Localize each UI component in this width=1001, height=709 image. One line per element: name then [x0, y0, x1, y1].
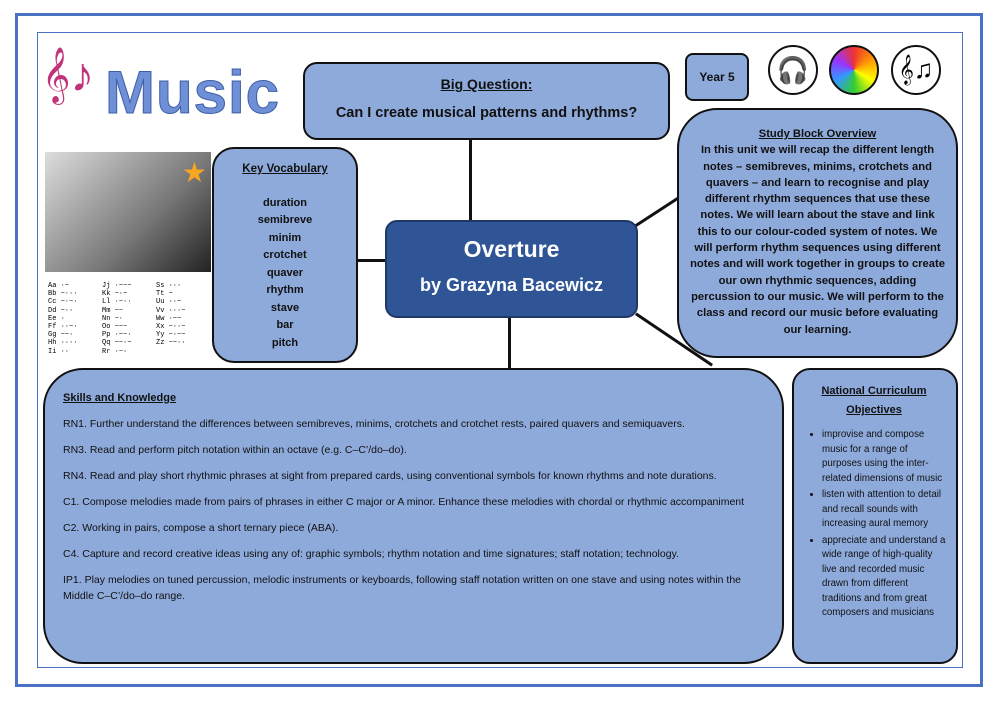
- topic-title: Overture: [463, 236, 560, 262]
- national-curriculum-title: National Curriculum Objectives: [821, 385, 927, 416]
- morse-entry: Aa ·−: [48, 282, 70, 290]
- topic-subtitle: by Grazyna Bacewicz: [419, 275, 604, 295]
- skills-box: Skills and Knowledge RN1. Further unders…: [43, 368, 784, 664]
- connector-line: [356, 259, 386, 262]
- big-question-text: Can I create musical patterns and rhythm…: [335, 105, 638, 121]
- skill-item: RN1. Further understand the differences …: [63, 418, 685, 430]
- star-icon: ★: [181, 157, 207, 188]
- morse-entry: Nn −·: [102, 314, 124, 323]
- morse-entry: Hh ····: [48, 339, 78, 348]
- morse-entry: Bb −···: [48, 290, 78, 299]
- skill-item: RN3. Read and perform pitch notation wit…: [63, 444, 407, 456]
- study-block-box: Study Block Overview In this unit we wil…: [677, 108, 958, 358]
- morse-entry: Yy −·−−: [156, 331, 186, 340]
- rainbow-xylophone-icon: [829, 45, 879, 95]
- morse-entry: Tt −: [156, 290, 173, 299]
- skill-item: C1. Compose melodies made from pairs of …: [63, 496, 745, 508]
- vocab-item: rhythm: [266, 284, 304, 296]
- morse-entry: Jj ·−−−: [102, 282, 132, 290]
- objective-item: listen with attention to detail and reca…: [822, 488, 948, 532]
- vocab-item: bar: [276, 319, 294, 331]
- vocab-item: minim: [268, 231, 302, 244]
- skill-item: C4. Capture and record creative ideas us…: [63, 548, 679, 560]
- big-question-label: Big Question:: [440, 76, 533, 92]
- music-notes-logo-icon: 𝄞♪: [42, 49, 95, 102]
- morse-entry: Qq −−·−: [102, 339, 132, 348]
- morse-entry: Zz −−··: [156, 339, 186, 348]
- objective-item: improvise and compose music for a range …: [822, 428, 948, 486]
- outer-frame: [15, 13, 983, 687]
- skill-item: RN4. Read and play short rhythmic phrase…: [63, 470, 717, 482]
- key-vocabulary-box: Key Vocabulary duration semibreve minim …: [212, 147, 358, 363]
- page-title: Music: [104, 59, 281, 127]
- objective-item: appreciate and understand a wide range o…: [822, 534, 948, 621]
- morse-entry: Ee ·: [48, 314, 65, 323]
- morse-entry: Mm −−: [102, 306, 124, 315]
- morse-entry: Kk −·−: [102, 290, 128, 299]
- morse-entry: Uu ··−: [156, 298, 182, 307]
- topic-box: Overture by Grazyna Bacewicz: [385, 220, 638, 318]
- morse-entry: Ss ···: [156, 282, 182, 290]
- morse-entry: Cc −·−·: [48, 298, 78, 307]
- morse-entry: Ii ··: [48, 347, 70, 356]
- morse-entry: Vv ···−: [156, 306, 186, 315]
- morse-code-table: Aa ·−Bb −···Cc −·−·Dd −··Ee ·Ff ··−·Gg −…: [48, 282, 210, 356]
- morse-entry: Pp ·−−·: [102, 331, 132, 340]
- vocab-item: duration: [263, 196, 307, 209]
- skill-item: C2. Working in pairs, compose a short te…: [63, 522, 339, 534]
- skill-item: IP1. Play melodies on tuned percussion, …: [63, 574, 742, 602]
- morse-entry: Xx −··−: [156, 322, 186, 331]
- study-block-text: In this unit we will recap the different…: [690, 144, 945, 336]
- morse-entry: Oo −−−: [102, 322, 128, 331]
- vocab-item: semibreve: [257, 214, 313, 226]
- composer-photo: ★: [45, 152, 211, 272]
- connector-line: [469, 138, 472, 222]
- inner-frame: [37, 32, 963, 668]
- study-block-title: Study Block Overview: [758, 128, 877, 140]
- morse-entry: Gg −−·: [48, 331, 74, 340]
- year-badge: Year 5: [685, 53, 749, 101]
- music-stave-icon: 𝄞♫: [891, 45, 941, 95]
- morse-entry: Dd −··: [48, 306, 74, 315]
- vocab-item: stave: [270, 301, 300, 314]
- skills-title: Skills and Knowledge: [63, 392, 177, 404]
- morse-entry: Ww ·−−: [156, 314, 182, 323]
- morse-entry: Ll ·−··: [102, 298, 132, 307]
- vocab-item: quaver: [266, 266, 304, 279]
- vocab-item: pitch: [271, 336, 299, 349]
- big-question-box: Big Question: Can I create musical patte…: [303, 62, 670, 140]
- national-curriculum-box: National Curriculum Objectives improvise…: [792, 368, 958, 664]
- key-vocabulary-title: Key Vocabulary: [242, 163, 328, 175]
- connector-line: [508, 316, 511, 370]
- morse-entry: Ff ··−·: [48, 322, 78, 331]
- morse-entry: Rr ·−·: [102, 347, 128, 356]
- headphones-icon: 🎧: [768, 45, 818, 95]
- vocab-item: crotchet: [263, 249, 307, 261]
